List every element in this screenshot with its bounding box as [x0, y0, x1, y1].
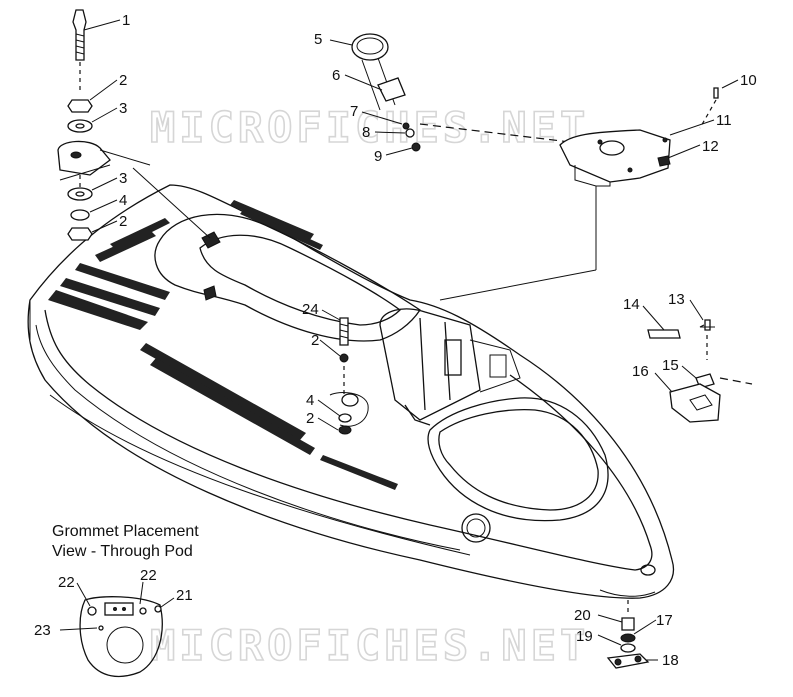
- callouts: 1 2 3 3 4 2 5 6 7 8 9 10 11 12 13 14 15 …: [34, 12, 757, 669]
- callout-22: 22: [58, 574, 75, 591]
- callout-7: 7: [350, 103, 358, 120]
- stripe: [110, 218, 170, 250]
- grommet-22a: [87, 606, 97, 616]
- caption-line-2: View - Through Pod: [52, 543, 193, 560]
- pod-side-panel: [489, 354, 507, 378]
- callout-15: 15: [662, 357, 679, 374]
- callout-21: 21: [176, 587, 193, 604]
- callout-2: 2: [119, 72, 127, 89]
- callout-6: 6: [332, 67, 340, 84]
- callout-14: 14: [623, 296, 640, 313]
- nut-2: [67, 99, 93, 113]
- callout-9: 9: [374, 148, 382, 165]
- callout-20: 20: [574, 607, 591, 624]
- mount-boss: [57, 140, 111, 176]
- lockwasher-4: [70, 209, 90, 221]
- stripe: [230, 200, 314, 240]
- stripe: [95, 230, 156, 262]
- callout-18: 18: [662, 652, 679, 669]
- stripe: [48, 290, 148, 330]
- callout-2: 2: [306, 410, 314, 427]
- callout-8: 8: [362, 124, 370, 141]
- bolt-20: [621, 617, 635, 631]
- callout-3: 3: [119, 170, 127, 187]
- nut-17: [620, 633, 636, 643]
- hood-clip: [203, 285, 217, 301]
- grommet-23: [98, 625, 104, 631]
- screw-9: [411, 142, 421, 152]
- callout-12: 12: [702, 138, 719, 155]
- callout-13: 13: [668, 291, 685, 308]
- washer-8: [405, 128, 415, 138]
- grommet-21: [154, 605, 162, 613]
- inset-bracket: [104, 602, 134, 616]
- washer-4b: [338, 413, 352, 423]
- plate-11: [559, 129, 671, 183]
- callout-1: 1: [122, 12, 130, 29]
- watermark-top: MICROFICHES.NET: [150, 103, 589, 152]
- callout-17: 17: [656, 612, 673, 629]
- callout-11: 11: [716, 112, 732, 129]
- callout-10: 10: [740, 72, 757, 89]
- center-stack: [329, 317, 369, 435]
- stripe: [60, 278, 160, 316]
- stripe: [150, 358, 315, 455]
- hood-assembly: [27, 184, 674, 599]
- callout-2: 2: [311, 332, 319, 349]
- plate-18: [606, 653, 650, 669]
- gauge-assembly: [351, 33, 571, 152]
- nut-2c: [339, 353, 349, 363]
- callout-19: 19: [576, 628, 593, 645]
- nut-12: [657, 155, 671, 167]
- stripe: [240, 209, 323, 250]
- nut-2b: [67, 227, 93, 241]
- callout-4: 4: [119, 192, 127, 209]
- stripe: [320, 455, 398, 490]
- callout-4: 4: [306, 392, 314, 409]
- screw-10: [713, 87, 719, 99]
- storage-cap: [461, 513, 491, 543]
- callout-2: 2: [119, 213, 127, 230]
- pod-outline: [79, 596, 163, 678]
- bracket-6: [377, 77, 406, 102]
- callout-5: 5: [314, 31, 322, 48]
- hood-latch: [201, 231, 221, 249]
- callout-3: 3: [119, 100, 127, 117]
- leader-lines: [59, 19, 739, 661]
- grommet-22b: [139, 607, 147, 615]
- decal-14: [647, 329, 681, 339]
- callout-24: 24: [302, 301, 319, 318]
- stripe: [75, 263, 170, 300]
- callout-22: 22: [140, 567, 157, 584]
- watermark-bottom: MICROFICHES.NET: [150, 621, 589, 670]
- caption-line-1: Grommet Placement: [52, 523, 199, 540]
- grommet-inset: Grommet Placement View - Through Pod: [52, 523, 199, 678]
- mount-plate-assembly: [439, 87, 719, 301]
- mount-stack: [57, 9, 211, 241]
- nut-2d: [338, 425, 352, 435]
- bow-eye: [640, 564, 656, 576]
- stripe: [140, 343, 306, 440]
- bracket-16: [669, 383, 721, 423]
- pod-panel: [444, 339, 462, 376]
- nut-7: [402, 122, 410, 130]
- screw-13: [704, 319, 711, 331]
- washer-19: [620, 643, 636, 653]
- callout-16: 16: [632, 363, 649, 380]
- bracket-assembly: [647, 319, 753, 423]
- callout-23: 23: [34, 622, 51, 639]
- bow-hardware: [606, 600, 650, 669]
- grommet-boss: [341, 393, 359, 407]
